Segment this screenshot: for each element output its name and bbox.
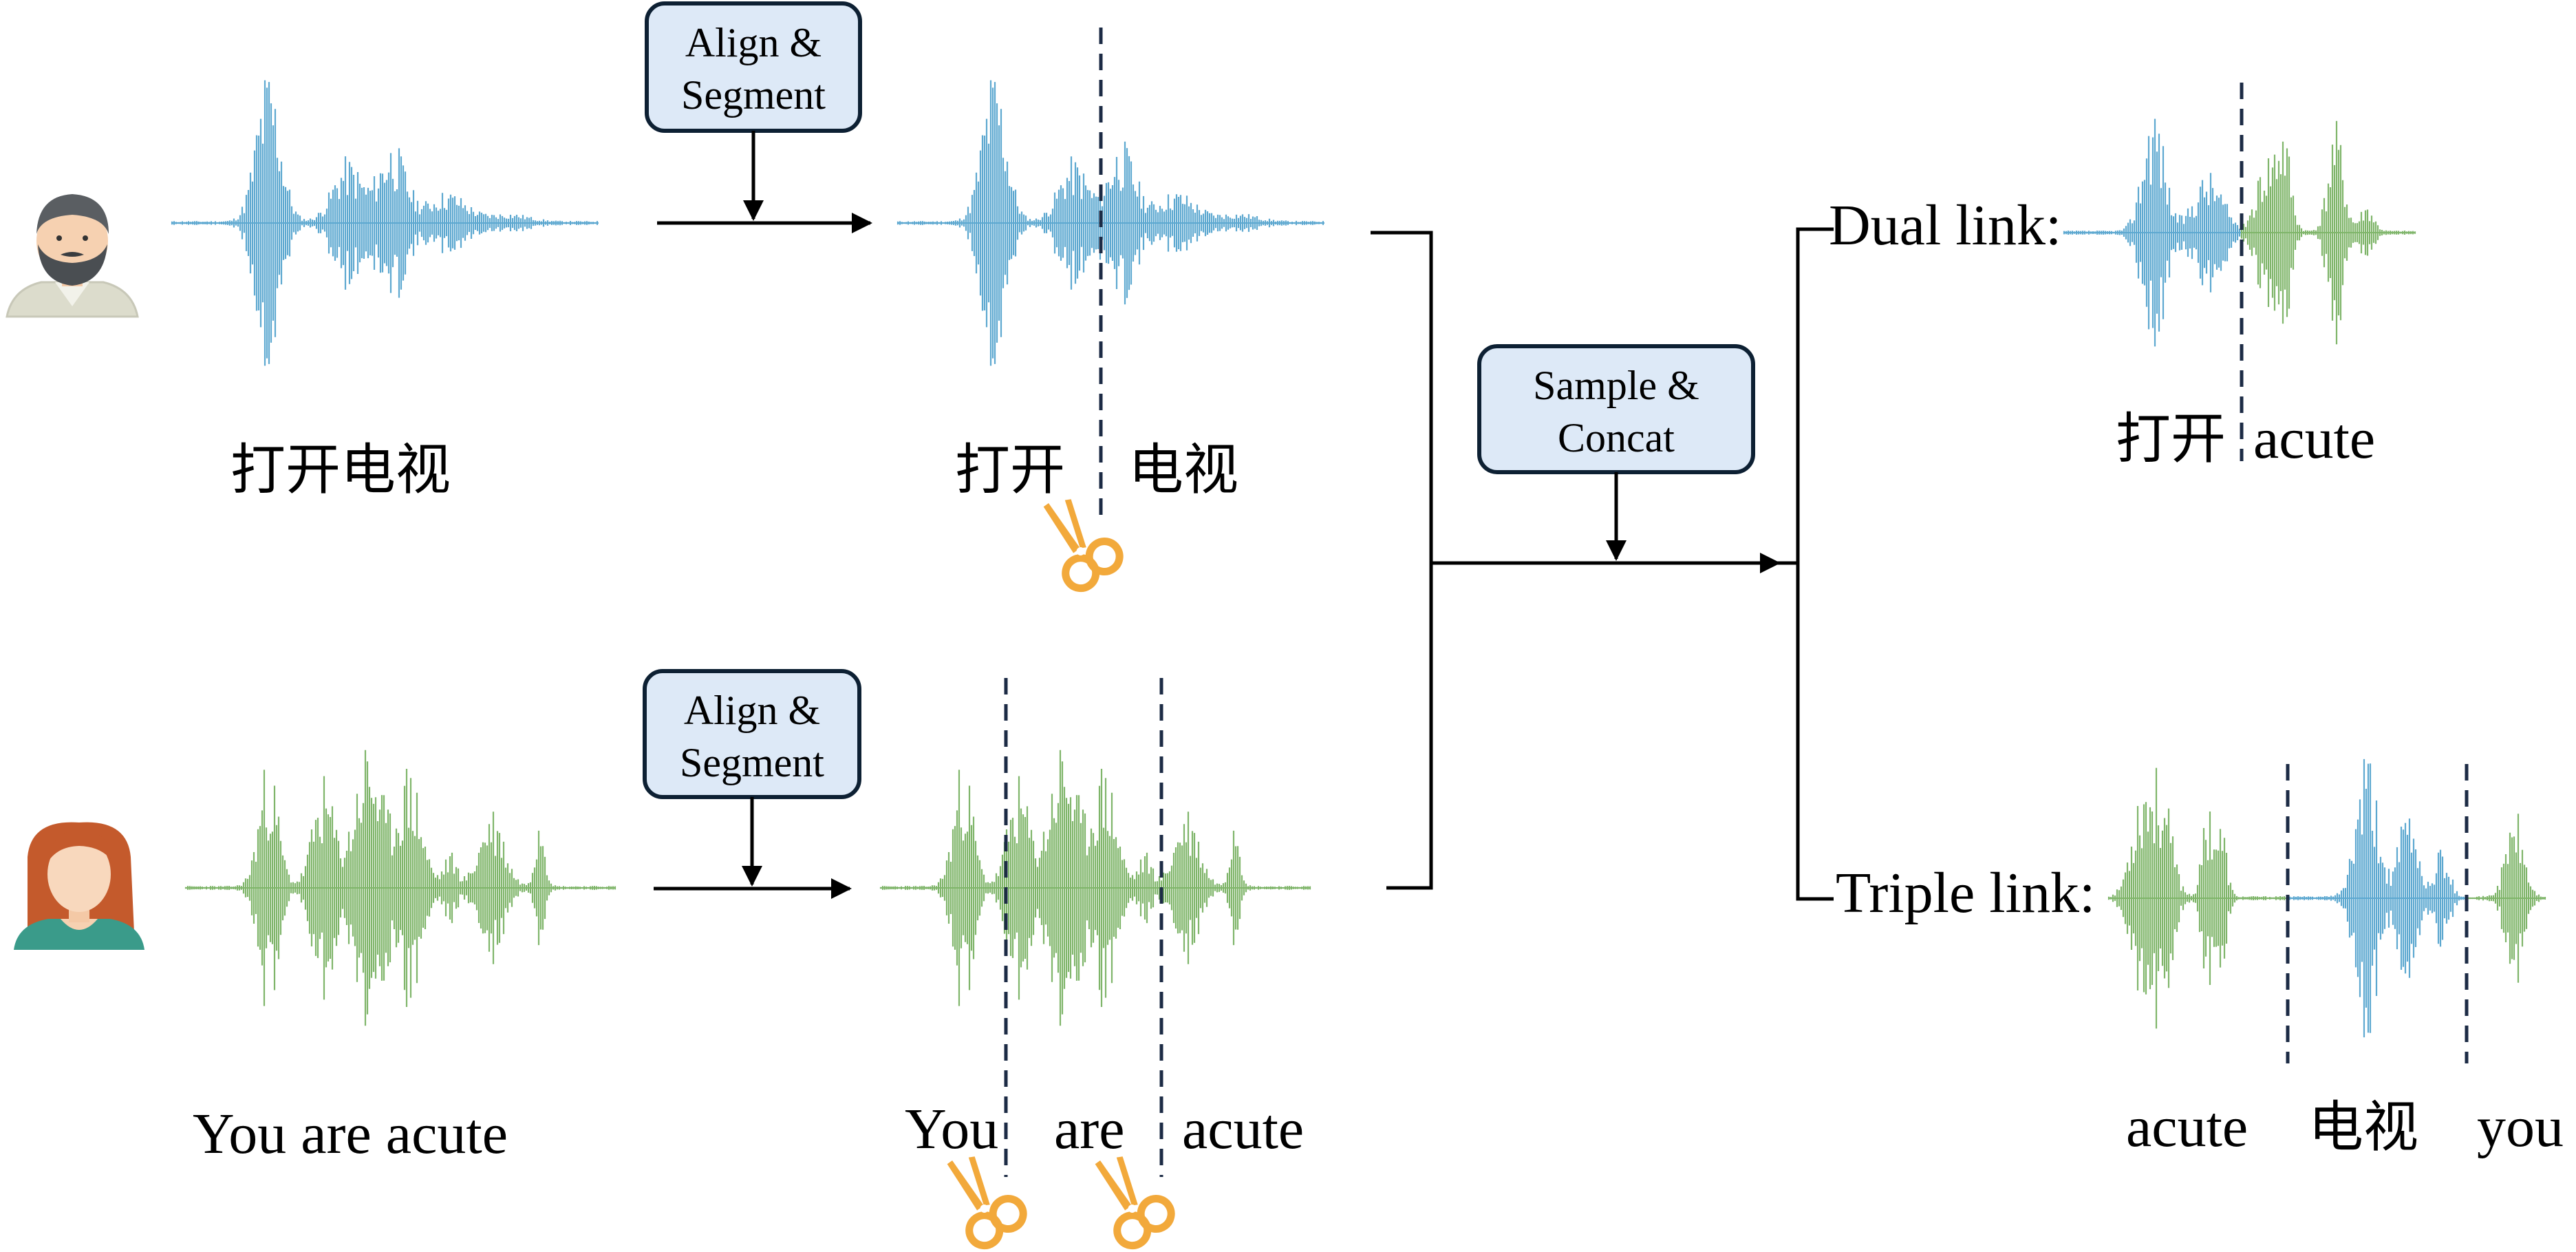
- top-utterance: 打开电视: [230, 438, 451, 502]
- waveform-bottom-segmented: [879, 750, 1311, 1026]
- merge-bracket: [1371, 231, 1433, 890]
- sample-concat-box: Sample & Concat: [1477, 344, 1755, 474]
- bottom-utterance: You are acute: [193, 1102, 508, 1166]
- sample-line2: Concat: [1558, 415, 1675, 460]
- scissors-icon: [1095, 1156, 1175, 1250]
- sample-line1: Sample &: [1533, 363, 1699, 408]
- top-segment-1: 打开: [955, 438, 1065, 502]
- triple-word-1: acute: [2126, 1095, 2248, 1159]
- scissors-icon: [947, 1156, 1027, 1250]
- align-segment-box-bottom: Align & Segment: [643, 669, 861, 799]
- woman-icon: [14, 822, 144, 950]
- split-bracket: [1779, 227, 1834, 901]
- bottom-segment-2: are: [1054, 1097, 1125, 1161]
- dual-word-2: acute: [2253, 407, 2375, 471]
- triple-word-3: you: [2477, 1095, 2564, 1159]
- scissors-icon: [1043, 499, 1124, 593]
- waveform-dual-link: [2063, 118, 2416, 347]
- bearded-man-icon: [6, 194, 139, 318]
- align-top-line1: Align &: [685, 20, 822, 65]
- waveform-top-original: [171, 80, 599, 366]
- triple-link-label: Triple link:: [1836, 861, 2095, 925]
- bottom-segment-1: You: [905, 1097, 998, 1161]
- waveform-top-segmented: [897, 80, 1324, 366]
- waveform-bottom-original: [184, 750, 616, 1026]
- dual-word-1: 打开: [2116, 407, 2226, 471]
- align-top-line2: Segment: [681, 72, 826, 118]
- align-bottom-line1: Align &: [684, 688, 820, 733]
- align-segment-box-top: Align & Segment: [645, 1, 862, 133]
- align-bottom-line2: Segment: [680, 740, 824, 785]
- top-segment-2: 电视: [1128, 438, 1238, 502]
- triple-word-2: 电视: [2308, 1095, 2418, 1159]
- dual-link-label: Dual link:: [1829, 193, 2061, 257]
- bottom-segment-3: acute: [1182, 1097, 1304, 1161]
- waveform-triple-link: [2107, 758, 2546, 1038]
